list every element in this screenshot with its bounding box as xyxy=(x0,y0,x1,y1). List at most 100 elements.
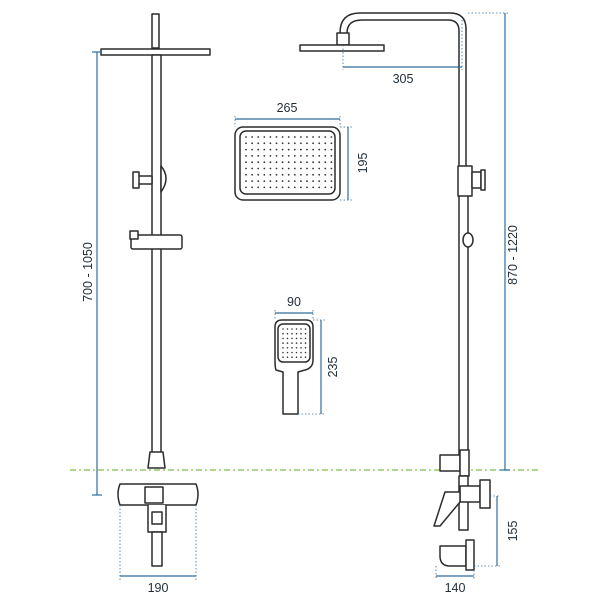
nozzle-dot xyxy=(324,148,327,151)
nozzle-dot xyxy=(251,186,254,189)
nozzle-dot xyxy=(251,161,254,164)
nozzle-dot xyxy=(330,142,333,145)
hand-shower-nozzles xyxy=(282,328,307,359)
nozzle-dot xyxy=(304,332,307,335)
nozzle-dot xyxy=(275,161,278,164)
nozzle-dot xyxy=(312,142,314,145)
nozzle-dot xyxy=(263,148,266,151)
nozzle-dot xyxy=(269,167,272,170)
nozzle-dot xyxy=(291,356,293,359)
nozzle-dot xyxy=(306,142,308,145)
nozzle-dot xyxy=(251,167,254,170)
side-view xyxy=(299,12,491,571)
side-spout-base xyxy=(465,539,475,571)
front-riser-pipe xyxy=(151,54,162,466)
nozzle-dot xyxy=(263,180,266,183)
nozzle-dot xyxy=(293,136,296,138)
nozzle-dot xyxy=(312,136,314,138)
side-lower-union xyxy=(459,449,470,477)
nozzle-dot xyxy=(281,180,284,183)
hand-length-dimension: 235 xyxy=(298,319,340,415)
nozzle-dot xyxy=(330,180,333,183)
nozzle-dot xyxy=(318,142,321,145)
nozzle-dot xyxy=(312,186,314,189)
nozzle-dot xyxy=(295,351,298,354)
hand-width-label: 90 xyxy=(287,295,301,309)
nozzle-dot xyxy=(295,337,298,340)
nozzle-dot xyxy=(263,167,266,170)
nozzle-dot xyxy=(330,148,333,151)
nozzle-dot xyxy=(300,342,302,344)
nozzle-dot xyxy=(286,342,289,344)
nozzle-dot xyxy=(306,167,308,170)
spout-depth-label: 140 xyxy=(445,581,466,595)
nozzle-dot xyxy=(275,148,278,151)
nozzle-dot xyxy=(269,155,272,157)
nozzle-dot xyxy=(324,155,327,157)
nozzle-dot xyxy=(281,136,284,138)
nozzle-dot xyxy=(251,155,254,157)
nozzle-dot xyxy=(306,136,308,138)
side-diverter-knob xyxy=(471,171,482,189)
nozzle-dot xyxy=(304,347,307,349)
front-lever-plate xyxy=(151,511,163,525)
nozzle-dot xyxy=(245,142,247,145)
nozzle-dot xyxy=(251,180,254,183)
nozzle-dot xyxy=(275,186,278,189)
front-diverter-handle xyxy=(132,171,140,189)
nozzle-dot xyxy=(306,180,308,183)
nozzle-dot xyxy=(300,328,302,330)
nozzle-dot xyxy=(287,173,290,176)
nozzle-dot xyxy=(269,161,272,164)
nozzle-dot xyxy=(295,342,298,344)
nozzle-dot xyxy=(330,186,333,189)
side-slide-bracket xyxy=(462,232,474,248)
side-lower-joint xyxy=(439,454,461,472)
nozzle-dot xyxy=(257,173,260,176)
head-width-label: 265 xyxy=(277,101,298,115)
spout-height-label: 155 xyxy=(506,521,520,542)
nozzle-dot xyxy=(257,136,260,138)
nozzle-dot xyxy=(282,342,284,344)
front-mixer-center xyxy=(144,486,164,504)
nozzle-dot xyxy=(324,180,327,183)
nozzle-dot xyxy=(300,142,302,145)
spout-depth-dimension: 140 xyxy=(435,566,475,595)
nozzle-dot xyxy=(275,155,278,157)
nozzle-dot xyxy=(318,186,321,189)
nozzle-dot xyxy=(263,155,266,157)
nozzle-dot xyxy=(293,167,296,170)
nozzle-dot xyxy=(251,142,254,145)
nozzle-dot xyxy=(257,148,260,151)
nozzle-dot xyxy=(293,173,296,176)
nozzle-dot xyxy=(300,173,302,176)
front-lower-joint xyxy=(147,451,166,469)
nozzle-dot xyxy=(324,167,327,170)
nozzle-dot xyxy=(291,347,293,349)
nozzle-dot xyxy=(318,136,321,138)
nozzle-dot xyxy=(269,148,272,151)
nozzle-dot xyxy=(269,173,272,176)
nozzle-dot xyxy=(282,337,284,340)
nozzle-dot xyxy=(324,142,327,145)
nozzle-dot xyxy=(293,148,296,151)
nozzle-dot xyxy=(257,155,260,157)
side-diverter-body xyxy=(457,165,473,197)
nozzle-dot xyxy=(281,173,284,176)
nozzle-dot xyxy=(245,155,247,157)
nozzle-dot xyxy=(282,328,284,330)
nozzle-dot xyxy=(245,136,247,138)
front-diverter-lever xyxy=(137,175,153,185)
right-height-label: 870 - 1220 xyxy=(506,225,520,285)
nozzle-dot xyxy=(282,332,284,335)
nozzle-dot xyxy=(324,186,327,189)
nozzle-dot xyxy=(304,342,307,344)
nozzle-dot xyxy=(287,142,290,145)
nozzle-dot xyxy=(281,148,284,151)
front-top-pipe xyxy=(151,13,160,49)
nozzle-dot xyxy=(324,136,327,138)
nozzle-dot xyxy=(330,155,333,157)
nozzle-dot xyxy=(275,167,278,170)
